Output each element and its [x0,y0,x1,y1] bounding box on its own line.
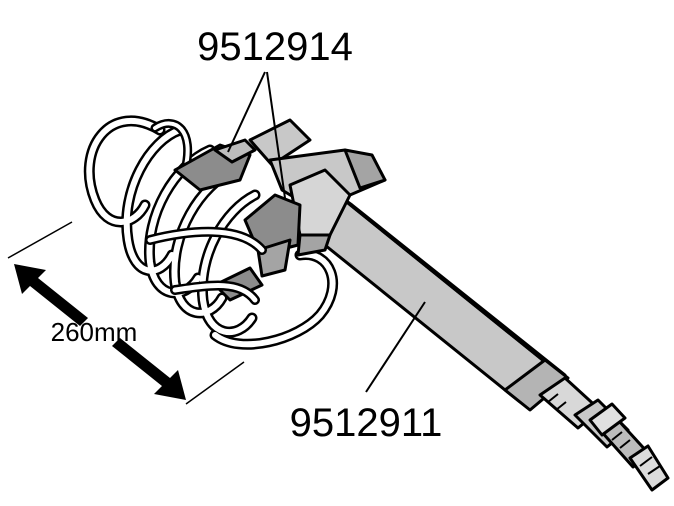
dimension-label: 260mm [51,317,138,347]
dimension-extension-bottom [185,361,245,405]
leader-lines [227,71,426,393]
dimension-extension-top [7,221,73,259]
double-headed-arrow-icon [14,264,186,400]
part-label-clamp: 9512914 [197,25,353,69]
spring-clamp-upper [173,138,257,192]
part-label-shaft: 9512911 [290,401,443,445]
coil-spring-front [145,226,267,305]
dimension-marker: 260mm [7,221,245,405]
tool-shaft [298,193,670,492]
